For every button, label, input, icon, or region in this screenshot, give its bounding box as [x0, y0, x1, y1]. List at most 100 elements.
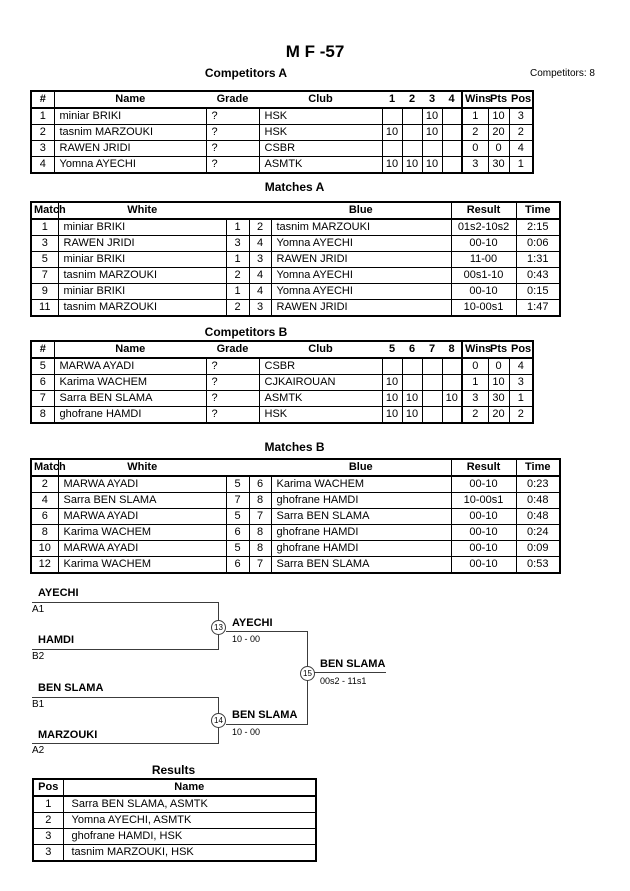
header-cell: Result — [450, 458, 516, 477]
cell: tasnim MARZOUKI — [57, 267, 227, 284]
cell: miniar BRIKI — [57, 283, 227, 300]
cell: 4 — [508, 357, 534, 375]
cell: 1 — [508, 390, 534, 407]
cell: 3 — [248, 251, 272, 268]
cell: 8 — [30, 524, 59, 541]
cell: 1:47 — [515, 299, 561, 317]
cell: Yomna AYECHI, ASMTK — [62, 812, 317, 829]
cell: 2 — [508, 406, 534, 424]
cell: CSBR — [258, 140, 383, 157]
cell: 0:24 — [515, 524, 561, 541]
header-cell: Pos — [509, 340, 533, 359]
header-cell — [226, 201, 249, 220]
bracket-line — [314, 672, 386, 673]
header-cell: Time — [515, 458, 560, 477]
cell: Karima WACHEM — [270, 475, 452, 493]
bracket-line — [32, 697, 219, 698]
cell: Karima WACHEM — [57, 524, 227, 541]
cell: 1 — [225, 283, 250, 300]
cell: 0:23 — [515, 475, 561, 493]
cell: 5 — [30, 251, 59, 268]
cell — [441, 357, 463, 375]
cell: 11 — [30, 299, 59, 317]
cell — [381, 140, 403, 157]
cell: miniar BRIKI — [53, 107, 207, 125]
header-cell: 7 — [422, 340, 442, 359]
cell: Sarra BEN SLAMA — [53, 390, 207, 407]
cell: 8 — [248, 524, 272, 541]
cell — [401, 357, 423, 375]
cell: 00s1-10 — [450, 267, 517, 284]
cell: 7 — [30, 267, 59, 284]
cell: 10 — [441, 390, 463, 407]
cell: 10-00s1 — [450, 492, 517, 509]
cell: 6 — [30, 374, 55, 391]
cell: tasnim MARZOUKI, HSK — [62, 844, 317, 862]
cell: 0 — [461, 357, 489, 375]
cell — [381, 357, 403, 375]
header-cell: White — [58, 201, 226, 220]
header-cell — [249, 458, 271, 477]
cell: 7 — [248, 556, 272, 574]
bracket-seed-label: A1 — [32, 604, 45, 615]
cell: 1 — [30, 218, 59, 236]
cell: 1 — [225, 251, 250, 268]
cell: 8 — [30, 406, 55, 424]
cell — [421, 374, 443, 391]
cell: 00-10 — [450, 508, 517, 525]
cell: 2 — [30, 475, 59, 493]
cell: 20 — [487, 406, 510, 424]
cell: RAWEN JRIDI — [270, 299, 452, 317]
match-number-badge: 13 — [211, 620, 226, 635]
bracket-player-name: MARZOUKI — [38, 729, 98, 741]
cell: 6 — [225, 524, 250, 541]
cell: 30 — [487, 390, 510, 407]
header-cell: 4 — [442, 90, 462, 109]
cell: 2 — [30, 124, 55, 141]
header-cell: Time — [515, 201, 560, 220]
cell: ghofrane HAMDI, HSK — [62, 828, 317, 845]
cell: MARWA AYADI — [53, 357, 207, 375]
cell: 8 — [248, 492, 272, 509]
cell: ? — [205, 140, 260, 157]
bracket-score: 10 - 00 — [232, 634, 261, 644]
cell: 10 — [421, 124, 443, 141]
header-cell: Grade — [206, 90, 259, 109]
cell: Yomna AYECHI — [53, 156, 207, 174]
bracket-seed-label: B2 — [32, 651, 45, 662]
cell: 00-10 — [450, 556, 517, 574]
cell: 11-00 — [450, 251, 517, 268]
cell: 00-10 — [450, 540, 517, 557]
cell: RAWEN JRIDI — [270, 251, 452, 268]
cell: 4 — [248, 235, 272, 252]
cell: 10 — [30, 540, 59, 557]
cell: 0:43 — [515, 267, 561, 284]
cell: 5 — [225, 508, 250, 525]
header-cell — [226, 458, 249, 477]
cell: 10 — [401, 390, 423, 407]
header-cell: Pts — [488, 340, 509, 359]
cell: 2:15 — [515, 218, 561, 236]
competitors-count: Competitors: 8 — [529, 68, 595, 79]
bracket-seed-label: B1 — [32, 699, 45, 710]
cell: 0:48 — [515, 492, 561, 509]
cell: 10 — [401, 156, 423, 174]
header-cell: Wins — [461, 90, 491, 109]
cell: 7 — [225, 492, 250, 509]
bracket-winner-name: BEN SLAMA — [320, 658, 386, 670]
header-cell: 3 — [422, 90, 442, 109]
cell: 01s2-10s2 — [450, 218, 517, 236]
